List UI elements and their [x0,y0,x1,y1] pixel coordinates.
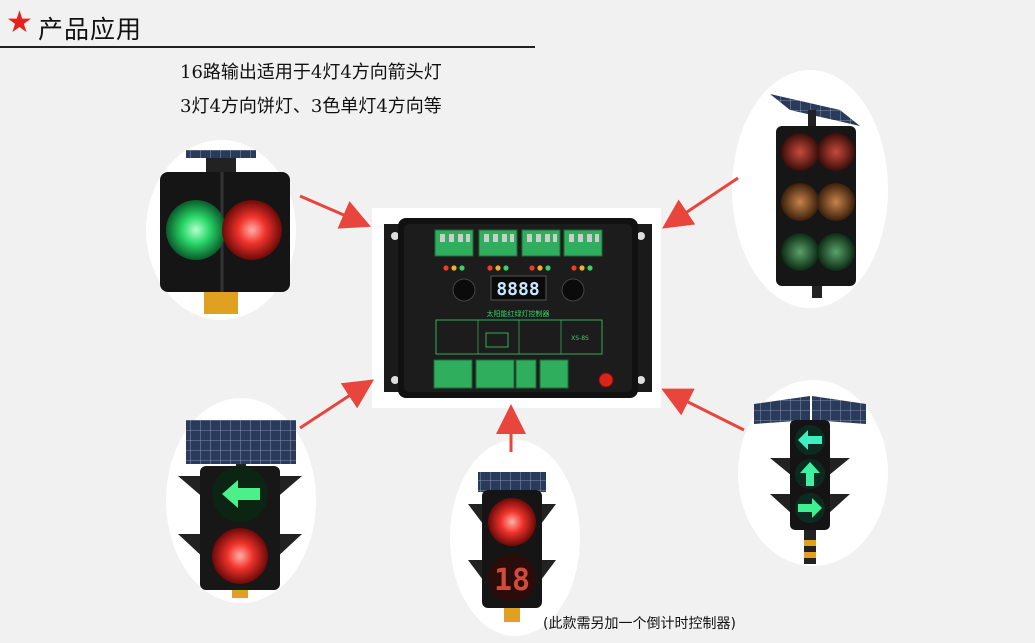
seven-segment-display: 8888 [496,279,539,300]
green-lamp [166,200,226,260]
four-way-round-light [160,150,290,314]
select-button [561,278,585,302]
countdown-footnote: (此款需另加一个倒计时控制器) [543,616,736,632]
controller-model: XS-8S [571,335,589,342]
arrow-from-top-right [662,176,739,229]
star-icon: ★ [6,5,33,40]
arrow-three-lamp-light [754,396,866,564]
left-arrow-icon [798,430,822,450]
arrow-two-lamp-light [178,420,302,598]
arrow-from-top-left [299,194,372,229]
arrow-from-bottom-left [299,379,375,430]
arrow-from-bottom-right [661,388,745,432]
solar-traffic-controller: 8888 太阳能红绿灯控制器 XS-8S [384,218,652,398]
left-arrow-icon [222,480,260,508]
right-arrow-icon [798,498,822,518]
countdown-traffic-light: 18 [468,472,556,622]
red-lamp [212,528,268,584]
countdown-digits: 18 [494,563,530,598]
controller-label: 太阳能红绿灯控制器 [487,309,550,318]
section-title: 产品应用 [38,15,143,44]
description-line-2: 3灯4方向饼灯、3色单灯4方向等 [180,96,442,117]
section-header: ★ 产品应用 [0,0,535,50]
header-divider [0,46,535,48]
setting-button [452,278,476,302]
connection-arrows [299,176,745,452]
red-lamp [488,498,536,546]
four-way-three-color-light [770,94,860,298]
up-arrow-icon [800,462,820,486]
red-lamp [222,200,282,260]
power-button [598,372,614,388]
description-line-1: 16路输出适用于4灯4方向箭头灯 [180,62,442,83]
